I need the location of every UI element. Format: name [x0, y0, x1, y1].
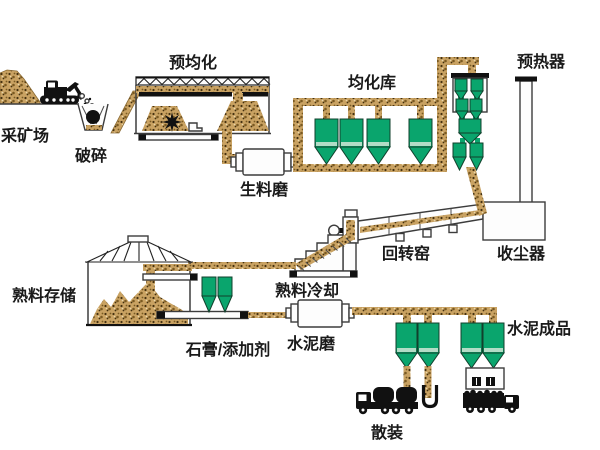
- cement-mill-machine: [285, 299, 355, 328]
- quarry-area: [0, 69, 142, 134]
- clinker-cooler: [289, 233, 358, 278]
- homogenization-silo: [339, 118, 364, 165]
- preheater-tower: [451, 73, 489, 216]
- homogenization-silo: [408, 118, 433, 165]
- kiln-burner-icon: [328, 224, 341, 237]
- crusher-pit: [77, 103, 109, 131]
- dust-collector-box: [482, 201, 546, 241]
- label-crushing: 破碎: [75, 146, 107, 165]
- homogenization-silo: [314, 118, 339, 165]
- reclaimer-wheel-icon: [162, 112, 182, 132]
- feed-to-raw-mill: [222, 131, 232, 160]
- rotary-kiln-body: [357, 203, 484, 242]
- preheater-cyclone: [454, 78, 468, 101]
- homogenization-silo: [366, 118, 391, 165]
- shed-feed-drop: [233, 93, 243, 104]
- chimney: [519, 80, 533, 204]
- additive-hopper: [217, 276, 233, 314]
- shed-conveyor-bar: [139, 92, 232, 97]
- preheater-cyclone: [470, 78, 484, 101]
- label-bulk-loading: 散装: [371, 423, 403, 442]
- roof-vent: [127, 235, 149, 243]
- label-mining-site: 采矿场: [0, 126, 49, 145]
- label-preheater: 预热器: [517, 52, 566, 71]
- homogenization-loop: [293, 57, 447, 172]
- bulk-load-spout: [403, 366, 411, 402]
- label-rotary-kiln: 回转窑: [382, 244, 430, 263]
- cement-product-silo: [482, 322, 505, 369]
- clinker-storage-shed: [85, 235, 249, 327]
- label-dust-collector: 收尘器: [497, 244, 546, 263]
- label-homogenization-silos: 均化库: [348, 73, 396, 92]
- preheater-cyclone: [469, 98, 483, 121]
- kiln-support: [448, 224, 458, 234]
- crusher-ball-icon: [86, 110, 100, 124]
- reclaimer-base: [188, 122, 203, 132]
- storage-infeed-bar: [142, 273, 198, 281]
- kiln-support: [395, 232, 405, 242]
- riser-to-preheater: [439, 57, 479, 65]
- preheater-cyclone: [452, 142, 467, 172]
- chimney-cap: [515, 76, 537, 82]
- preheater-kiln-feed: [466, 167, 487, 216]
- raw-mill-machine: [230, 148, 297, 176]
- label-cement-mill: 水泥磨: [287, 334, 335, 353]
- raw-material-mountain: [0, 69, 41, 105]
- shed-bottom-conveyor: [138, 133, 219, 141]
- cement-product-silo: [417, 322, 440, 369]
- label-clinker-storage: 熟料存储: [12, 286, 76, 305]
- bag-packer: [465, 367, 505, 390]
- label-pre-homogenization: 预均化: [169, 53, 217, 72]
- bulk-truck-icon: [356, 387, 418, 415]
- cement-transport-line: [352, 307, 497, 315]
- conveyor-to-cement-mill: [248, 312, 288, 318]
- storage-outfeed-bar: [156, 310, 249, 320]
- cement-product-silo: [460, 322, 483, 369]
- kiln-support: [422, 228, 432, 238]
- storage-infeed: [143, 264, 192, 271]
- shed-top-material-layer: [136, 86, 269, 93]
- excavator-icon: [40, 80, 85, 104]
- bag-truck-icon: [463, 389, 519, 413]
- label-clinker-cooling: 熟料冷却: [275, 281, 339, 300]
- cooler-to-storage-conveyor: [188, 262, 296, 269]
- preheater-cyclone: [457, 118, 483, 145]
- preheater-cyclone: [469, 142, 484, 172]
- label-gypsum-additives: 石膏/添加剂: [185, 340, 270, 359]
- storage-roof-truss: [85, 240, 193, 263]
- label-cement-product: 水泥成品: [507, 319, 571, 338]
- cement-product-silo: [395, 322, 418, 369]
- stockpile-a: [142, 106, 189, 131]
- label-raw-mill: 生料磨: [240, 180, 288, 199]
- pre-homogenization-shed: [134, 76, 271, 141]
- loading-chute-icon: [421, 385, 439, 409]
- stockpile-b: [217, 101, 269, 131]
- additive-hopper: [201, 276, 217, 314]
- preheater-cyclone: [455, 98, 469, 121]
